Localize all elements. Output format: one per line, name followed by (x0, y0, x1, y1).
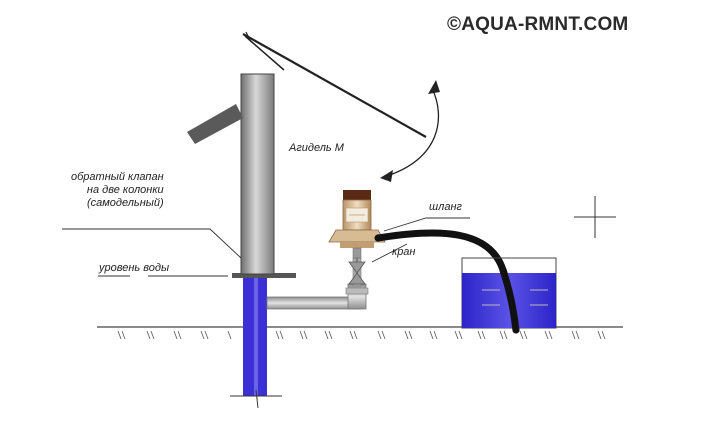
pump-handle (242, 33, 427, 138)
swing-arrow (386, 87, 439, 177)
check-valve-label-line3: (самодельный) (86, 197, 164, 209)
watermark: ©AQUA-RMNT.COM (447, 14, 629, 35)
pump-spout (187, 104, 243, 144)
crosshair-icon (574, 196, 616, 238)
check-valve-leader (62, 228, 242, 259)
check-valve-label-line1: обратный клапан (71, 171, 164, 183)
check-valve-label-line2: на две колонки (86, 184, 164, 196)
well-cap (232, 273, 296, 278)
pump-column (240, 73, 275, 275)
ground-hatching (117, 330, 606, 340)
hose-leader (383, 217, 470, 232)
tap-valve (348, 261, 366, 274)
tap-leader (371, 243, 408, 263)
water-level-label: уровень воды (99, 262, 170, 274)
tap-label: кран (392, 246, 416, 258)
pump-motor-cap (343, 190, 371, 200)
hose-label: шланг (429, 201, 462, 213)
connecting-pipe (266, 296, 362, 310)
check-valve-label: обратный клапан на две колонки (самодель… (71, 171, 164, 210)
pump-model-label: Агидель М (289, 142, 344, 154)
